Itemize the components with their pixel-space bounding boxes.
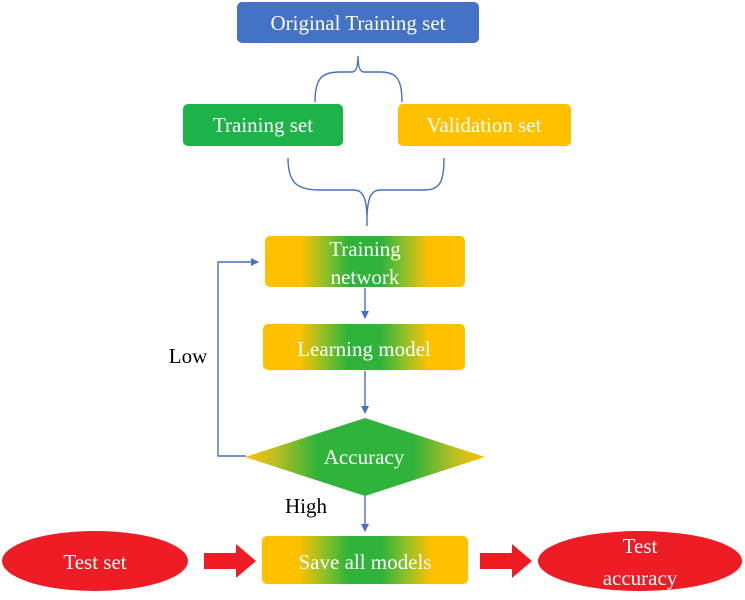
node-training-network-line1: Training — [329, 237, 401, 261]
node-test-accuracy-line2: accuracy — [603, 566, 678, 590]
node-training-set-label: Training set — [213, 113, 313, 137]
node-accuracy-label: Accuracy — [324, 445, 405, 469]
arrow-test-to-save — [204, 544, 256, 578]
node-original-training-set: Original Training set — [237, 2, 479, 43]
edge-low-label: Low — [169, 344, 208, 368]
node-save-all-models-label: Save all models — [299, 550, 432, 574]
node-learning-model-label: Learning model — [297, 337, 431, 361]
node-test-accuracy-line1: Test — [623, 534, 658, 558]
edge-high-label: High — [285, 494, 328, 518]
node-learning-model: Learning model — [263, 324, 465, 370]
node-test-set-label: Test set — [63, 550, 126, 574]
node-save-all-models: Save all models — [262, 536, 468, 584]
arrow-save-to-accuracy — [480, 544, 532, 578]
node-accuracy: Accuracy — [245, 418, 485, 496]
node-validation-set: Validation set — [398, 104, 571, 146]
node-training-network-line2: network — [331, 265, 400, 289]
node-training-set: Training set — [183, 104, 343, 146]
arrow-low-loop — [217, 258, 259, 457]
node-validation-set-label: Validation set — [427, 113, 542, 137]
merge-brace — [287, 157, 445, 216]
node-test-set: Test set — [2, 531, 188, 591]
node-original-training-set-label: Original Training set — [270, 11, 445, 35]
node-test-accuracy: Test accuracy — [538, 531, 742, 591]
split-brace — [314, 55, 403, 103]
node-training-network: Training network — [265, 236, 465, 289]
